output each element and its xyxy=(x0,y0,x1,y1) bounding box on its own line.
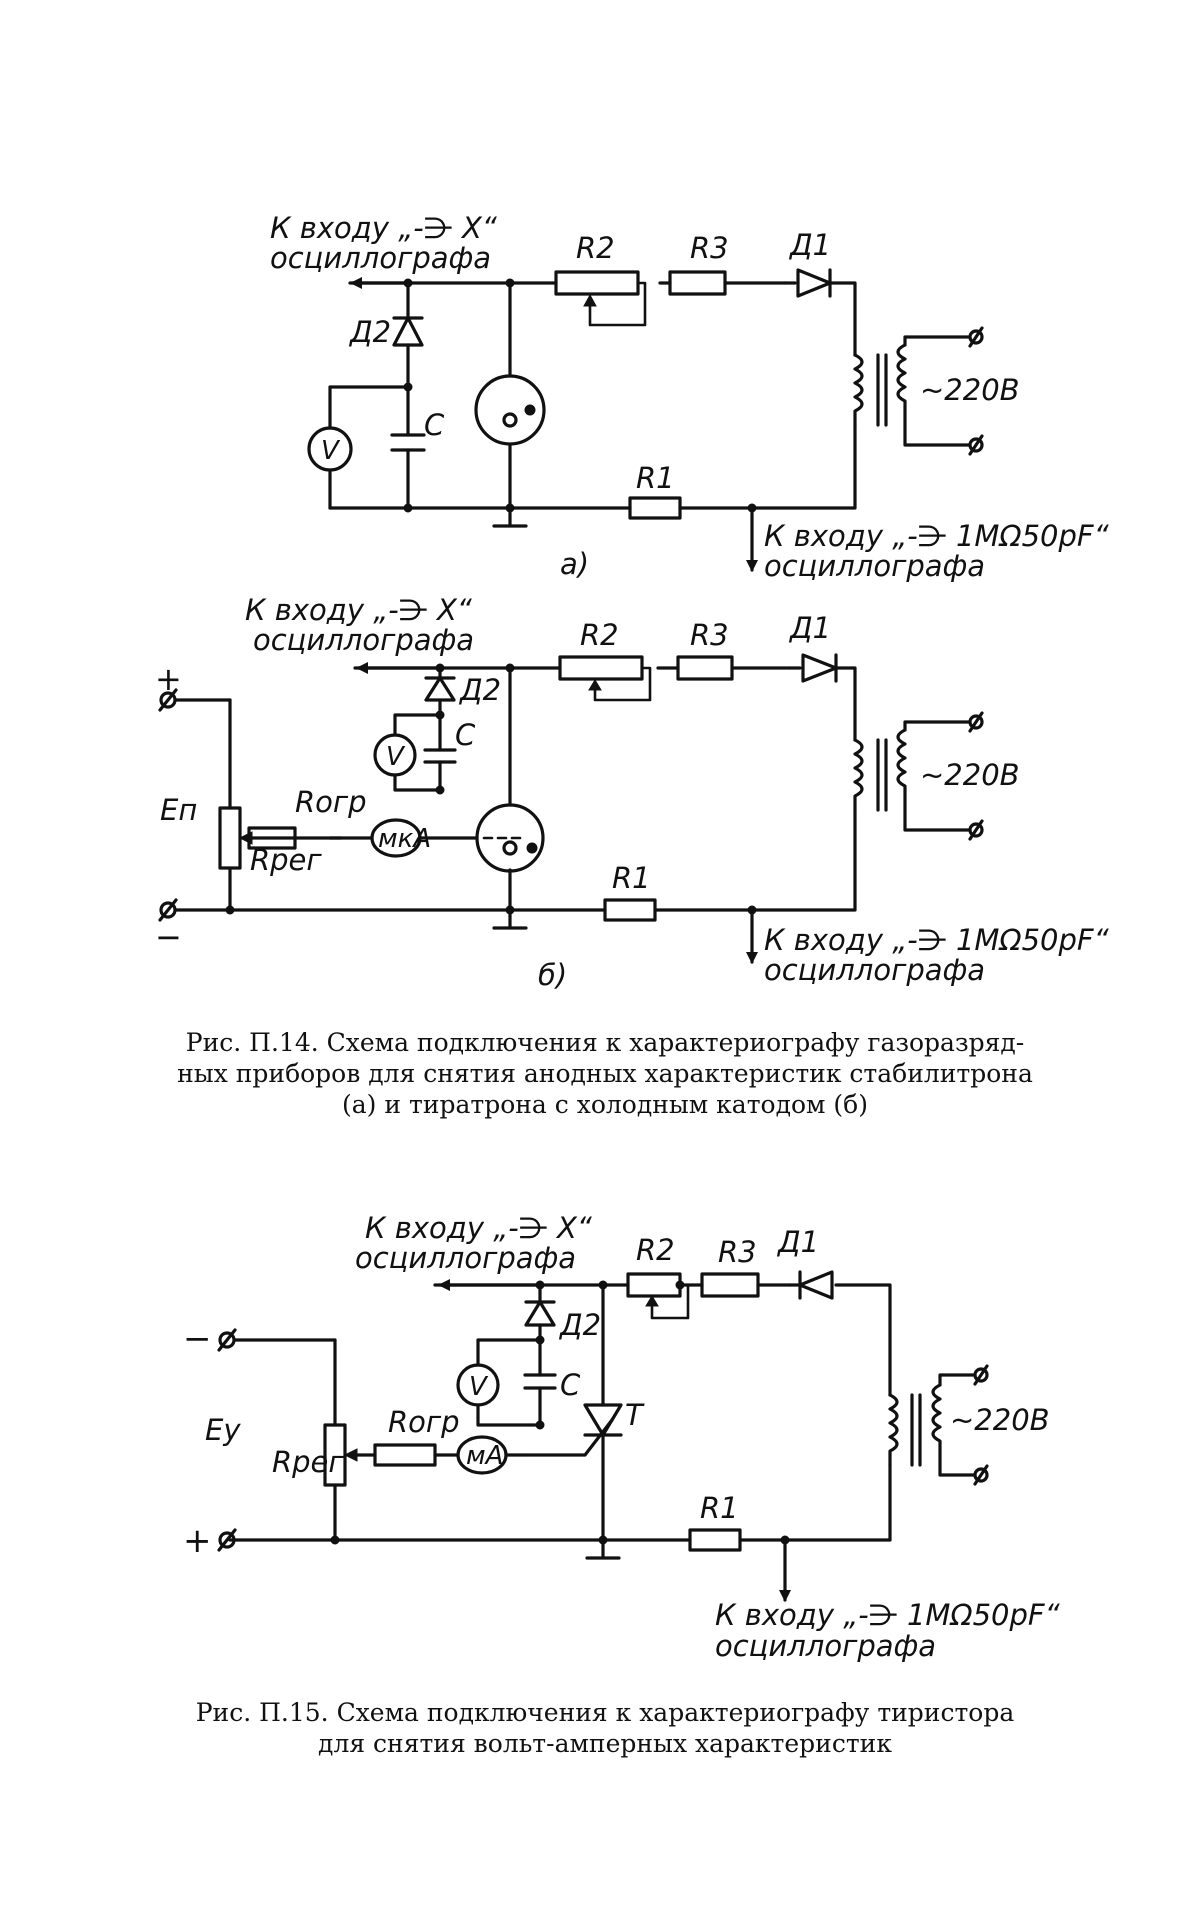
microammeter-label-b: мкА xyxy=(378,824,431,854)
source-label-15: Eу xyxy=(205,1413,241,1447)
d2-diode-a xyxy=(392,316,424,347)
fig15-y-input-label: К входу „-⋺ 1MΩ50pF“ xyxy=(715,1598,1061,1632)
fig15-caption-line2: для снятия вольт-амперных характеристик xyxy=(318,1729,892,1758)
r2-resistor-15 xyxy=(626,1272,682,1298)
mains-label-15: ~220В xyxy=(950,1403,1050,1437)
fig15-x-input-label2: осциллографа xyxy=(355,1241,576,1275)
fig14-caption-line1: Рис. П.14. Схема подключения к характери… xyxy=(185,1028,1025,1057)
fig14-caption: Рис. П.14. Схема подключения к характери… xyxy=(155,1027,1055,1120)
r3-resistor-15 xyxy=(700,1272,760,1298)
ground-icon xyxy=(585,1538,621,1560)
c-capacitor-a xyxy=(390,433,426,452)
ground-icon xyxy=(492,908,528,930)
voltmeter-label-a: V xyxy=(321,436,341,466)
r1-resistor-a xyxy=(628,496,682,520)
r2-label-a: R2 xyxy=(576,231,615,265)
rreg-label-b: Rрег xyxy=(250,843,322,877)
fig15-caption-line1: Рис. П.15. Схема подключения к характери… xyxy=(195,1698,1015,1727)
d1-label-a: Д1 xyxy=(788,228,831,262)
rreg-label-15: Rрег xyxy=(272,1445,344,1479)
rogr-resistor-15 xyxy=(373,1443,437,1467)
milliammeter-label-15: мА xyxy=(466,1441,503,1471)
d2-label-a: Д2 xyxy=(348,315,391,349)
d1-label-b: Д1 xyxy=(788,611,831,645)
transformer-b xyxy=(853,711,984,841)
microammeter-b xyxy=(370,818,422,858)
r3-label-b: R3 xyxy=(690,618,729,652)
rreg-resistor-b xyxy=(218,806,242,870)
r3-label-15: R3 xyxy=(718,1235,757,1269)
fig15-caption: Рис. П.15. Схема подключения к характери… xyxy=(155,1697,1055,1759)
fig15-y-input-label2: осциллографа xyxy=(715,1629,936,1663)
r2-resistor-a xyxy=(554,270,640,296)
r1-label-a: R1 xyxy=(636,461,675,495)
r1-resistor-b xyxy=(603,898,657,922)
d2-label-15: Д2 xyxy=(558,1308,601,1342)
figure-14b-schematic xyxy=(158,653,984,964)
voltmeter-label-15: V xyxy=(469,1372,489,1402)
c-label-a: C xyxy=(424,408,445,442)
c-capacitor-b xyxy=(423,748,457,764)
r3-resistor-b xyxy=(676,655,734,681)
c-label-b: C xyxy=(455,718,476,752)
rogr-label-15: Rогр xyxy=(388,1405,460,1439)
fig14a-x-input-label2: осциллографа xyxy=(270,241,491,275)
plus-terminal-label-b: + xyxy=(155,660,182,698)
voltmeter-15 xyxy=(456,1363,500,1407)
source-label-b: Eп xyxy=(160,793,197,827)
transformer-15 xyxy=(888,1364,989,1486)
thyristor-15 xyxy=(518,1403,623,1457)
milliammeter-15 xyxy=(456,1435,508,1475)
d1-diode-a xyxy=(783,268,832,298)
plus-terminal-label-15: + xyxy=(183,1521,212,1561)
ground-icon xyxy=(492,506,528,528)
mains-label-b: ~220В xyxy=(920,758,1020,792)
gas-stabilizer-tube-a xyxy=(474,374,546,446)
fig14-caption-line2: ных приборов для снятия анодных характер… xyxy=(177,1059,1033,1088)
voltmeter-label-b: V xyxy=(386,742,406,772)
minus-terminal-label-b: − xyxy=(155,918,182,956)
fig14a-y-input-label2: осциллографа xyxy=(764,549,985,583)
fig14b-y-input-label: К входу „-⋺ 1MΩ50pF“ xyxy=(764,923,1110,957)
c-capacitor-15 xyxy=(523,1373,557,1390)
cold-cathode-thyratron-b xyxy=(475,803,545,873)
r2-label-15: R2 xyxy=(636,1233,675,1267)
figure-15-schematic xyxy=(217,1270,989,1602)
fig14b-x-input-label2: осциллографа xyxy=(253,623,474,657)
d2-label-b: Д2 xyxy=(458,673,501,707)
fig14b-y-input-label2: осциллографа xyxy=(764,953,985,987)
r3-label-a: R3 xyxy=(690,231,729,265)
r2-resistor-b xyxy=(558,655,644,681)
r2-label-b: R2 xyxy=(580,618,619,652)
d1-diode-b xyxy=(788,653,838,683)
voltmeter-b xyxy=(373,733,417,777)
mains-label-a: ~220В xyxy=(920,373,1020,407)
rogr-label-b: Rогр xyxy=(295,785,367,819)
r3-resistor-a xyxy=(668,270,727,296)
c-label-15: C xyxy=(560,1368,581,1402)
transformer-a xyxy=(853,326,984,456)
figure-14a-schematic xyxy=(307,268,984,572)
d1-label-15: Д1 xyxy=(776,1225,819,1259)
fig14a-sub-label: а) xyxy=(560,547,589,581)
fig14a-x-input-label: К входу „-⋺ X“ xyxy=(270,211,498,245)
d2-diode-b xyxy=(424,676,456,702)
minus-terminal-label-15: − xyxy=(183,1319,212,1359)
fig14b-x-input-label: К входу „-⋺ X“ xyxy=(245,593,473,627)
r1-label-b: R1 xyxy=(612,861,651,895)
fig15-x-input-label: К входу „-⋺ X“ xyxy=(365,1211,593,1245)
fig14b-sub-label: б) xyxy=(538,958,567,992)
fig14-caption-line3: (а) и тиратрона с холодным катодом (б) xyxy=(342,1090,868,1119)
d2-diode-15 xyxy=(524,1300,556,1327)
voltmeter-a xyxy=(307,426,353,472)
d1-diode-15 xyxy=(788,1270,834,1300)
r1-label-15: R1 xyxy=(700,1491,739,1525)
thyristor-label-15: T xyxy=(625,1398,645,1432)
fig14a-y-input-label: К входу „-⋺ 1MΩ50pF“ xyxy=(764,519,1110,553)
r1-resistor-15 xyxy=(688,1528,742,1552)
